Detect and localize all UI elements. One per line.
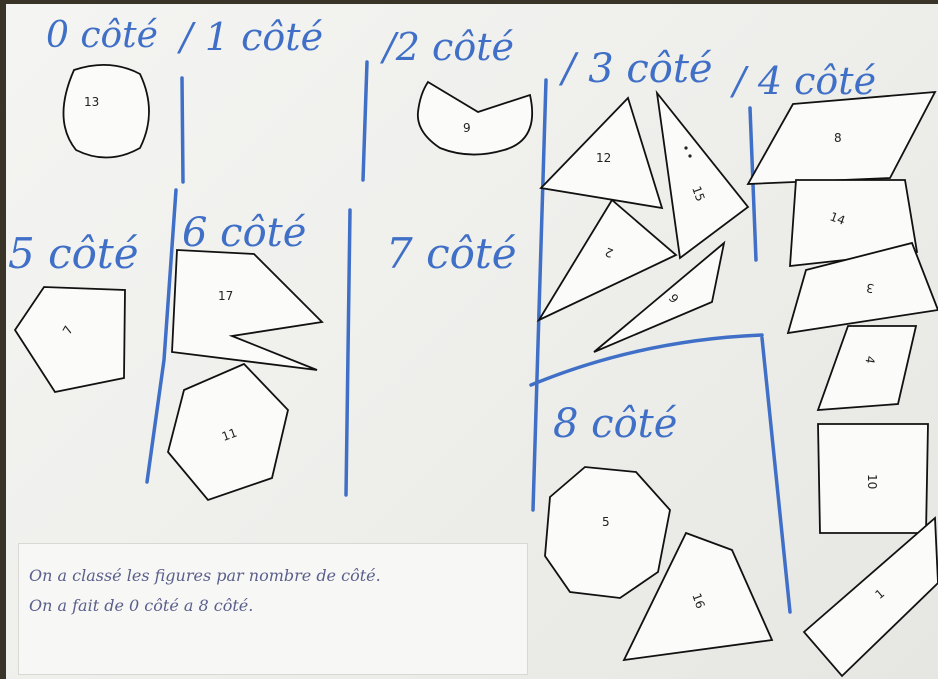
heading-4-cote: / 4 côté bbox=[729, 59, 876, 103]
note-line-2: On a fait de 0 côté a 8 côté. bbox=[29, 596, 253, 615]
shape-9 bbox=[418, 82, 532, 155]
label-10: 10 bbox=[865, 474, 879, 489]
heading-0-cote: 0 côté bbox=[46, 15, 158, 56]
divider-line bbox=[762, 338, 790, 612]
heading-6-cote: 6 côté bbox=[182, 210, 306, 256]
label-9: 9 bbox=[463, 121, 471, 135]
heading-5-cote: 5 côté bbox=[8, 229, 139, 278]
shape-17 bbox=[172, 250, 322, 370]
label-8: 8 bbox=[834, 131, 842, 145]
heading-1-cote: / 1 côté bbox=[176, 15, 323, 59]
divider-line bbox=[533, 80, 546, 510]
note-line-1: On a classé les figures par nombre de cô… bbox=[29, 566, 381, 585]
shape-5 bbox=[545, 467, 670, 598]
shape-13 bbox=[63, 65, 149, 158]
label-5: 5 bbox=[602, 515, 610, 529]
shape-1 bbox=[804, 518, 938, 676]
divider-line bbox=[346, 210, 350, 495]
heading-2-cote: /2 côté bbox=[379, 25, 514, 69]
heading-3-cote: / 3 côté bbox=[558, 46, 713, 92]
handwritten-note: On a classé les figures par nombre de cô… bbox=[18, 543, 528, 675]
label-17: 17 bbox=[218, 289, 233, 303]
divider-line bbox=[363, 62, 367, 180]
shape-15 bbox=[657, 93, 748, 258]
label-12: 12 bbox=[596, 151, 611, 165]
divider-line bbox=[182, 78, 183, 182]
shape-4 bbox=[818, 326, 916, 410]
label-13: 13 bbox=[84, 95, 99, 109]
divider-line bbox=[531, 335, 762, 385]
heading-7-cote: 7 côté bbox=[386, 229, 517, 278]
heading-8-cote: 8 côté bbox=[553, 401, 677, 447]
shape-7 bbox=[15, 287, 125, 392]
